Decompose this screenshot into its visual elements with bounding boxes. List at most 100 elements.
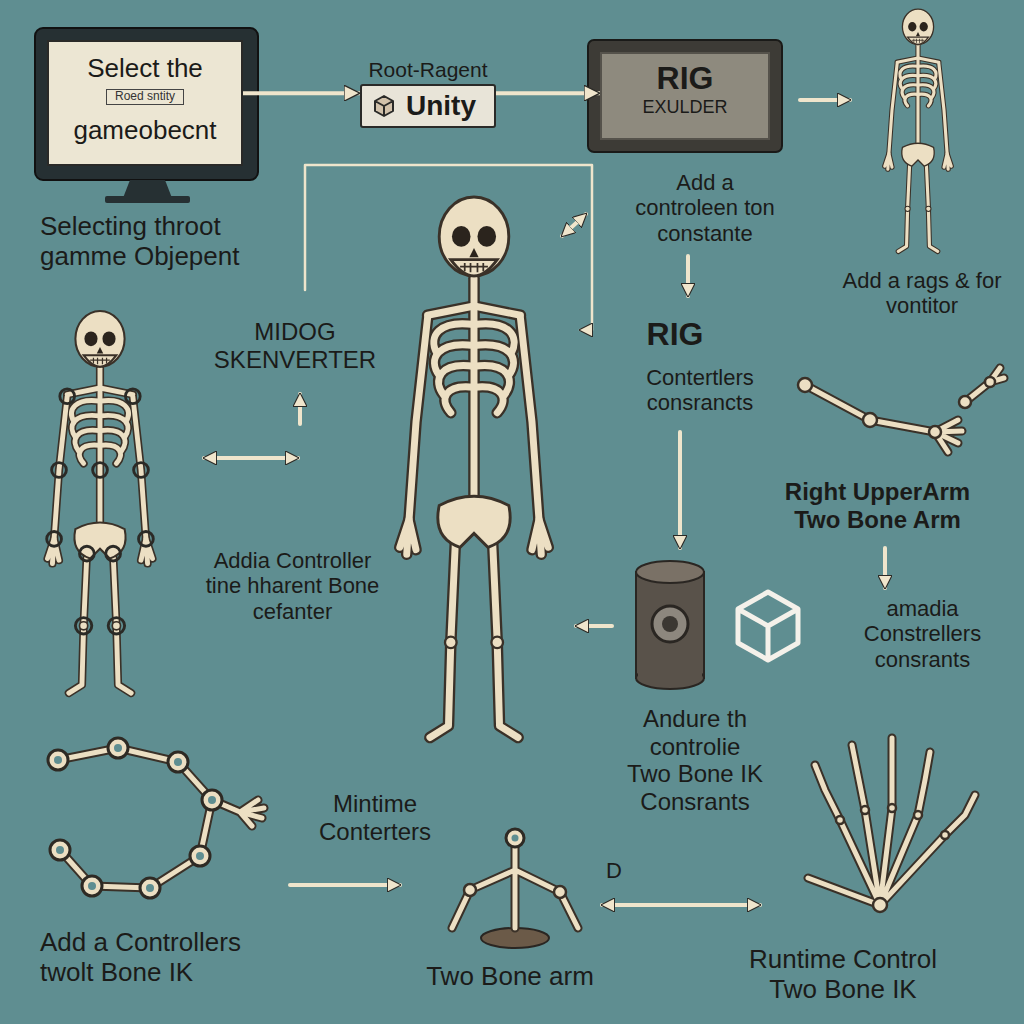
skeleton-figure — [125, 389, 140, 404]
diagram-label: Add a rags & for vontitor — [828, 268, 1016, 319]
flow-arrows — [678, 432, 682, 548]
skeleton-figure — [139, 532, 154, 547]
skeleton-figure — [885, 9, 952, 251]
diagram-label: D — [606, 858, 636, 883]
skeleton-figure — [47, 311, 154, 693]
bone-chains — [959, 396, 971, 408]
bone-chains — [190, 846, 210, 866]
skeleton-figure — [52, 463, 67, 478]
flow-arrows — [576, 624, 612, 628]
bone-chains — [888, 804, 896, 812]
bone-chains — [914, 811, 922, 819]
diagram-label: Add a controleen ton constante — [625, 170, 785, 246]
bone-chains — [929, 426, 941, 438]
unity-logo — [738, 592, 798, 660]
flow-arrows — [204, 100, 885, 905]
skeleton-figure — [80, 546, 95, 561]
diagram-label: Contertlers consrancts — [605, 365, 795, 416]
diagram-label: Right UpperArm Two Bone Arm — [765, 478, 990, 533]
diagram-label: amadia Constrellers consrants — [830, 596, 1015, 672]
flow-arrows — [290, 883, 400, 887]
bone-chains — [48, 738, 524, 898]
bone-chains — [54, 756, 62, 764]
skeleton-figure — [75, 618, 91, 634]
unity-button: Unity — [360, 84, 496, 128]
diagram-label: Addia Controller tine hharent Bone cefan… — [205, 548, 380, 624]
box-text: EXULDER — [608, 97, 762, 118]
unity-icon — [375, 96, 393, 116]
diagram-label: Two Bone arm — [415, 962, 605, 992]
rig-panel-frame — [588, 40, 782, 152]
skeleton-figure — [108, 618, 124, 634]
flow-arrows — [204, 456, 298, 460]
bone-chains — [114, 744, 122, 752]
rig-panel-frame — [588, 40, 782, 152]
component-cylinder — [636, 561, 704, 583]
bone-chains — [82, 876, 102, 896]
box-text: gameobecnt — [55, 116, 235, 146]
bone-chains — [50, 840, 70, 860]
diagram-label: Runtime Control Two Bone IK — [728, 945, 958, 1005]
component-cylinder — [662, 616, 678, 632]
unity-box: Root-RagentUnity — [360, 58, 496, 128]
flow-arrow — [496, 91, 600, 95]
bone-chains — [174, 758, 182, 766]
bone-chains — [196, 852, 204, 860]
bone-chains — [506, 829, 524, 847]
monitor-frame — [35, 28, 258, 203]
unity-logo — [738, 592, 798, 660]
box-text: Unity — [406, 90, 476, 122]
skeleton-figure — [106, 546, 121, 561]
bone-chains — [140, 878, 160, 898]
bone-chains — [58, 368, 1004, 928]
flow-arrows — [800, 98, 850, 102]
bone-chains — [58, 368, 1004, 928]
component-cylinder — [652, 606, 688, 642]
flow-arrows — [883, 548, 887, 588]
skeleton-figure — [93, 463, 108, 478]
flow-arrows — [305, 165, 592, 330]
diagram-label: Andure th controlie Two Bone IK Consrant… — [625, 705, 765, 815]
monitor-frame — [105, 196, 190, 203]
bone-chains — [88, 882, 96, 890]
component-cylinder — [638, 660, 702, 678]
component-cylinder — [636, 572, 704, 678]
box-text: Roed sntity — [106, 89, 184, 105]
bone-chains — [464, 884, 476, 896]
bone-chains — [985, 377, 995, 387]
bone-chains — [168, 752, 188, 772]
bone-chains — [863, 413, 877, 427]
skeleton-figure — [47, 389, 154, 634]
bone-chains — [836, 816, 844, 824]
bone-chains — [202, 790, 222, 810]
box-heading: RIG — [608, 60, 762, 97]
diagram-label: Selecting throot gamme Objepent — [40, 212, 280, 272]
bone-chains — [108, 738, 128, 758]
flow-arrows — [602, 903, 760, 907]
unity-icon — [372, 94, 396, 118]
component-cylinder — [636, 561, 704, 689]
flow-arrows — [562, 214, 586, 236]
monitor-frame — [35, 28, 258, 180]
diagram-label: Mintime Conterters — [295, 790, 455, 845]
diagram-label: Add a Controllers twolt Bone IK — [40, 928, 290, 988]
box-heading: Root-Ragent — [360, 58, 496, 82]
bone-chains — [208, 796, 216, 804]
rig-screen: RIGEXULDER — [600, 52, 770, 140]
bone-chains — [861, 806, 869, 814]
bone-chains — [798, 378, 812, 392]
box-heading: Select the — [55, 54, 235, 84]
bone-chains — [54, 744, 519, 892]
skeleton-figure — [60, 389, 75, 404]
diagram-label: RIG — [615, 316, 735, 353]
bone-chains — [56, 846, 64, 854]
skeleton-figure — [48, 311, 153, 693]
skeleton-figure — [134, 463, 149, 478]
skeleton-figure — [47, 532, 62, 547]
bone-chains — [512, 835, 519, 842]
skeleton-figure — [400, 197, 548, 738]
bone-chains — [941, 831, 949, 839]
monitor-screen: Select theRoed sntity gameobecnt — [47, 40, 243, 166]
flow-arrows — [686, 256, 690, 296]
